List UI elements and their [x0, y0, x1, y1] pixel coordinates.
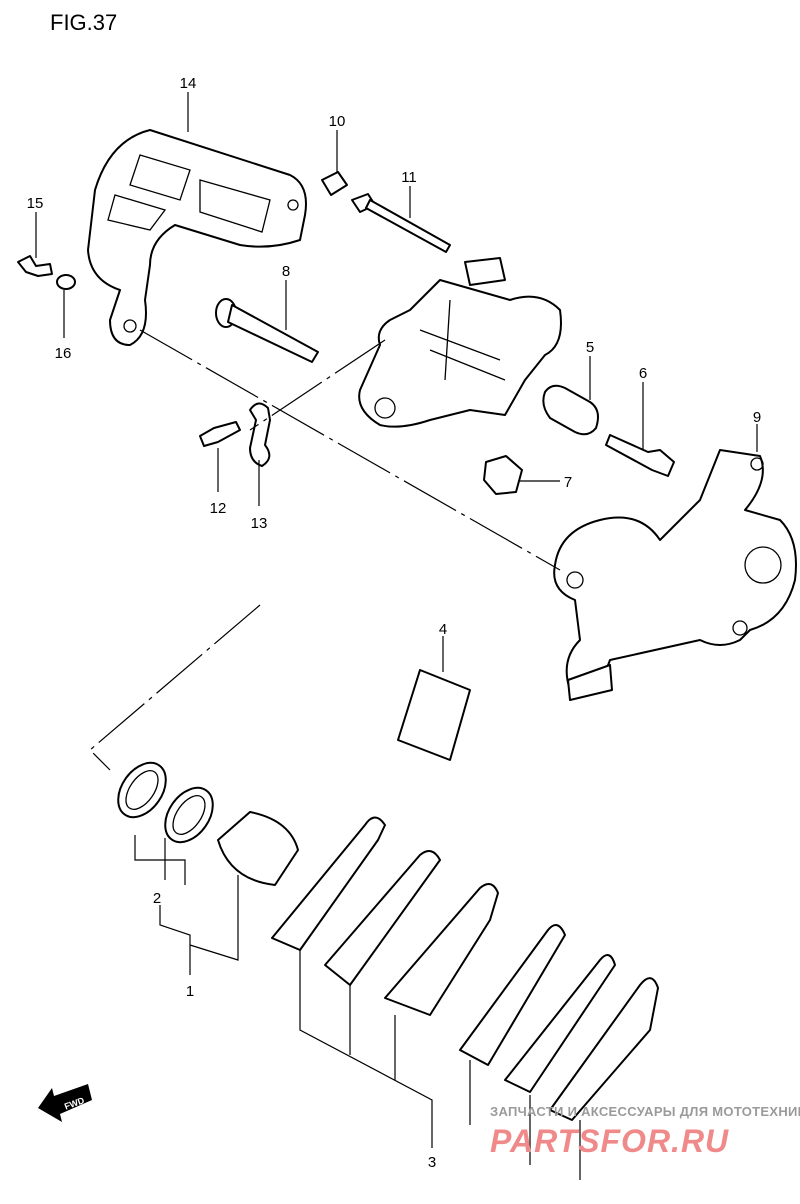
callout-9: 9 — [753, 409, 761, 426]
fwd-arrow-icon: FWD — [38, 1084, 92, 1122]
leader-lines — [35, 92, 758, 1180]
watermark-brand: PARTSFOR.RU — [490, 1123, 730, 1159]
callout-10: 10 — [329, 113, 346, 130]
part-16-washer — [56, 274, 76, 290]
part-15-bolt — [17, 255, 53, 277]
caliper-body — [358, 257, 562, 428]
part-2-seals — [117, 761, 214, 844]
callout-16: 16 — [55, 345, 72, 362]
part-5-sleeve — [542, 384, 599, 436]
callout-1: 1 — [186, 983, 194, 1000]
callout-6: 6 — [639, 365, 647, 382]
part-11-pin — [351, 193, 451, 253]
callout-12: 12 — [210, 500, 227, 517]
callout-13: 13 — [251, 515, 268, 532]
callout-15: 15 — [27, 195, 44, 212]
callout-7: 7 — [564, 474, 572, 491]
callout-5: 5 — [586, 339, 594, 356]
part-10-cap — [321, 171, 348, 196]
part-4-pad-spring — [397, 669, 471, 761]
callout-14: 14 — [180, 75, 197, 92]
part-14-guard — [87, 129, 307, 346]
callout-8: 8 — [282, 263, 290, 280]
callout-3: 3 — [428, 1154, 436, 1171]
watermark-tagline: ЗАПЧАСТИ И АКСЕССУАРЫ ДЛЯ МОТОТЕХНИКИ — [490, 1104, 800, 1119]
figure-title: FIG.37 — [50, 10, 117, 35]
part-1-piston — [217, 811, 299, 886]
part-9-bracket — [553, 449, 797, 701]
part-7-nut — [483, 455, 523, 495]
part-13-hanger — [249, 402, 271, 467]
part-6-bolt — [605, 434, 675, 477]
part-12-bleeder — [199, 421, 241, 447]
part-8-pin — [215, 298, 319, 363]
part-3-pads — [271, 816, 659, 1121]
callout-11: 11 — [401, 169, 417, 186]
callout-2: 2 — [153, 890, 161, 907]
callout-4: 4 — [439, 621, 447, 638]
